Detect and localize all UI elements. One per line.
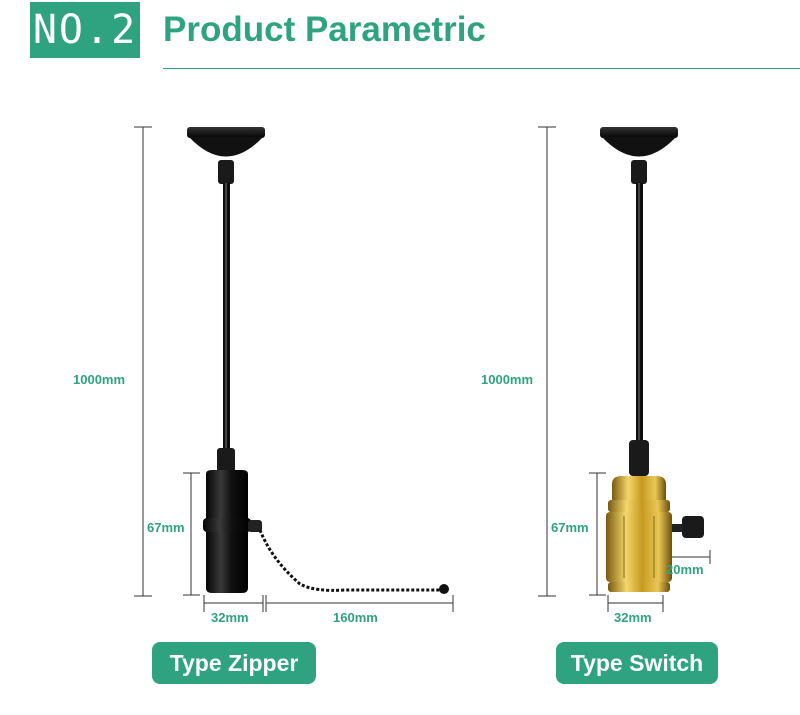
- switch-height-label: 1000mm: [481, 372, 534, 387]
- section-number-badge: NO.2: [30, 2, 140, 58]
- zipper-holder-height-label: 67mm: [147, 520, 185, 535]
- type-switch-label: Type Switch: [556, 642, 718, 684]
- page-title: Product Parametric: [163, 10, 486, 49]
- zipper-lamp-holder: [187, 127, 265, 593]
- switch-lamp-holder: [600, 127, 704, 592]
- zipper-chain-length-label: 160mm: [333, 610, 378, 625]
- switch-knob-length-label: 20mm: [666, 562, 704, 577]
- switch-holder-height-label: 67mm: [551, 520, 589, 535]
- pull-chain: [258, 529, 449, 594]
- switch-dimension-lines: [538, 126, 711, 612]
- title-divider: [163, 68, 800, 69]
- type-zipper-label: Type Zipper: [152, 642, 316, 684]
- zipper-height-label: 1000mm: [73, 372, 126, 387]
- switch-holder-width-label: 32mm: [614, 610, 652, 625]
- zipper-dimension-lines: [134, 126, 454, 612]
- zipper-holder-width-label: 32mm: [211, 610, 249, 625]
